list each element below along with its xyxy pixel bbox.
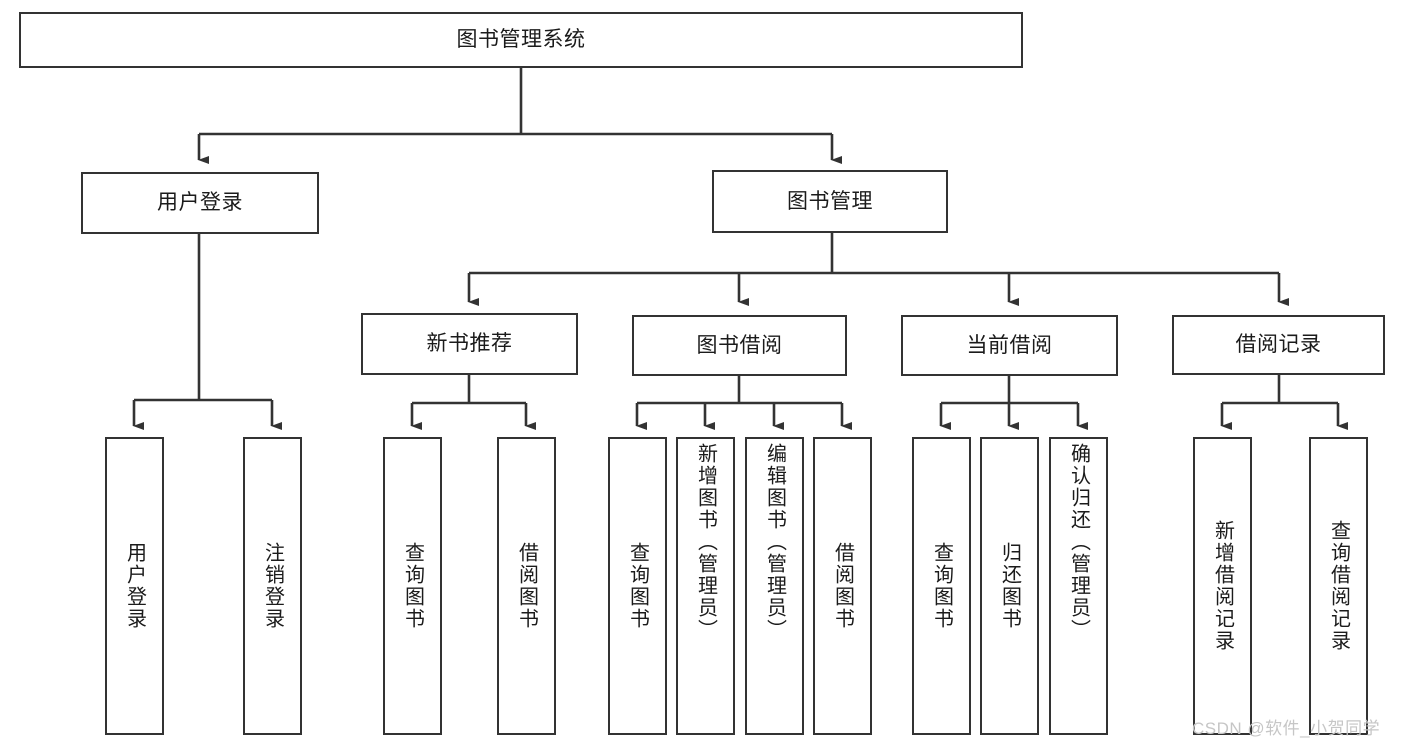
node-user-login[interactable]: 用户登录 bbox=[81, 172, 319, 234]
node-user-login-label: 用户登录 bbox=[157, 191, 243, 215]
node-leaf-borrow-book-1-label: 借阅图书 bbox=[515, 542, 538, 630]
node-book-manage-label: 图书管理 bbox=[787, 189, 873, 213]
node-leaf-borrow-book-1[interactable]: 借阅图书 bbox=[497, 437, 556, 735]
node-leaf-borrow-book-2[interactable]: 借阅图书 bbox=[813, 437, 872, 735]
node-leaf-query-record[interactable]: 查询借阅记录 bbox=[1309, 437, 1368, 735]
node-leaf-query-book-1[interactable]: 查询图书 bbox=[383, 437, 442, 735]
edges-userlogin-to-leaves bbox=[132, 234, 282, 430]
node-leaf-query-record-label: 查询借阅记录 bbox=[1327, 520, 1350, 652]
node-leaf-add-book-label: 新增图书（管理员） bbox=[694, 443, 717, 641]
node-leaf-return-book-label: 归还图书 bbox=[998, 542, 1021, 630]
node-root[interactable]: 图书管理系统 bbox=[19, 12, 1023, 68]
node-leaf-edit-book[interactable]: 编辑图书（管理员） bbox=[745, 437, 804, 735]
edges-borrowrecord-to-leaves bbox=[1220, 375, 1348, 430]
node-leaf-borrow-book-2-label: 借阅图书 bbox=[831, 542, 854, 630]
node-leaf-add-record-label: 新增借阅记录 bbox=[1211, 520, 1234, 652]
node-book-borrow-label: 图书借阅 bbox=[696, 333, 783, 357]
node-root-label: 图书管理系统 bbox=[456, 28, 586, 52]
node-new-book-rec[interactable]: 新书推荐 bbox=[361, 313, 578, 375]
node-leaf-query-book-3[interactable]: 查询图书 bbox=[912, 437, 971, 735]
node-leaf-user-logout[interactable]: 注销登录 bbox=[243, 437, 302, 735]
node-leaf-edit-book-label: 编辑图书（管理员） bbox=[763, 443, 786, 641]
node-leaf-user-login[interactable]: 用户登录 bbox=[105, 437, 164, 735]
node-leaf-query-book-2-label: 查询图书 bbox=[626, 542, 649, 630]
edges-currentborrow-to-leaves bbox=[939, 376, 1088, 430]
node-borrow-record-label: 借阅记录 bbox=[1235, 333, 1322, 357]
edges-newbook-to-leaves bbox=[410, 375, 536, 430]
node-book-borrow[interactable]: 图书借阅 bbox=[632, 315, 847, 376]
node-leaf-confirm-return-label: 确认归还（管理员） bbox=[1067, 443, 1090, 641]
node-leaf-confirm-return[interactable]: 确认归还（管理员） bbox=[1049, 437, 1108, 735]
node-leaf-query-book-1-label: 查询图书 bbox=[401, 542, 424, 630]
node-leaf-add-book[interactable]: 新增图书（管理员） bbox=[676, 437, 735, 735]
node-borrow-record[interactable]: 借阅记录 bbox=[1172, 315, 1385, 375]
node-current-borrow[interactable]: 当前借阅 bbox=[901, 315, 1118, 376]
node-new-book-rec-label: 新书推荐 bbox=[426, 332, 513, 356]
node-current-borrow-label: 当前借阅 bbox=[966, 333, 1053, 357]
edges-bookborrow-to-leaves bbox=[635, 376, 852, 430]
node-leaf-user-login-label: 用户登录 bbox=[123, 542, 146, 630]
node-leaf-query-book-3-label: 查询图书 bbox=[930, 542, 953, 630]
node-leaf-add-record[interactable]: 新增借阅记录 bbox=[1193, 437, 1252, 735]
csdn-watermark: CSDN @软件_小贺同学 bbox=[1192, 719, 1381, 738]
node-leaf-user-logout-label: 注销登录 bbox=[261, 542, 284, 630]
node-leaf-return-book[interactable]: 归还图书 bbox=[980, 437, 1039, 735]
node-leaf-query-book-2[interactable]: 查询图书 bbox=[608, 437, 667, 735]
edges-root-to-level1 bbox=[197, 68, 842, 164]
node-book-manage[interactable]: 图书管理 bbox=[712, 170, 948, 233]
edges-bookmanage-to-level2 bbox=[467, 233, 1289, 306]
